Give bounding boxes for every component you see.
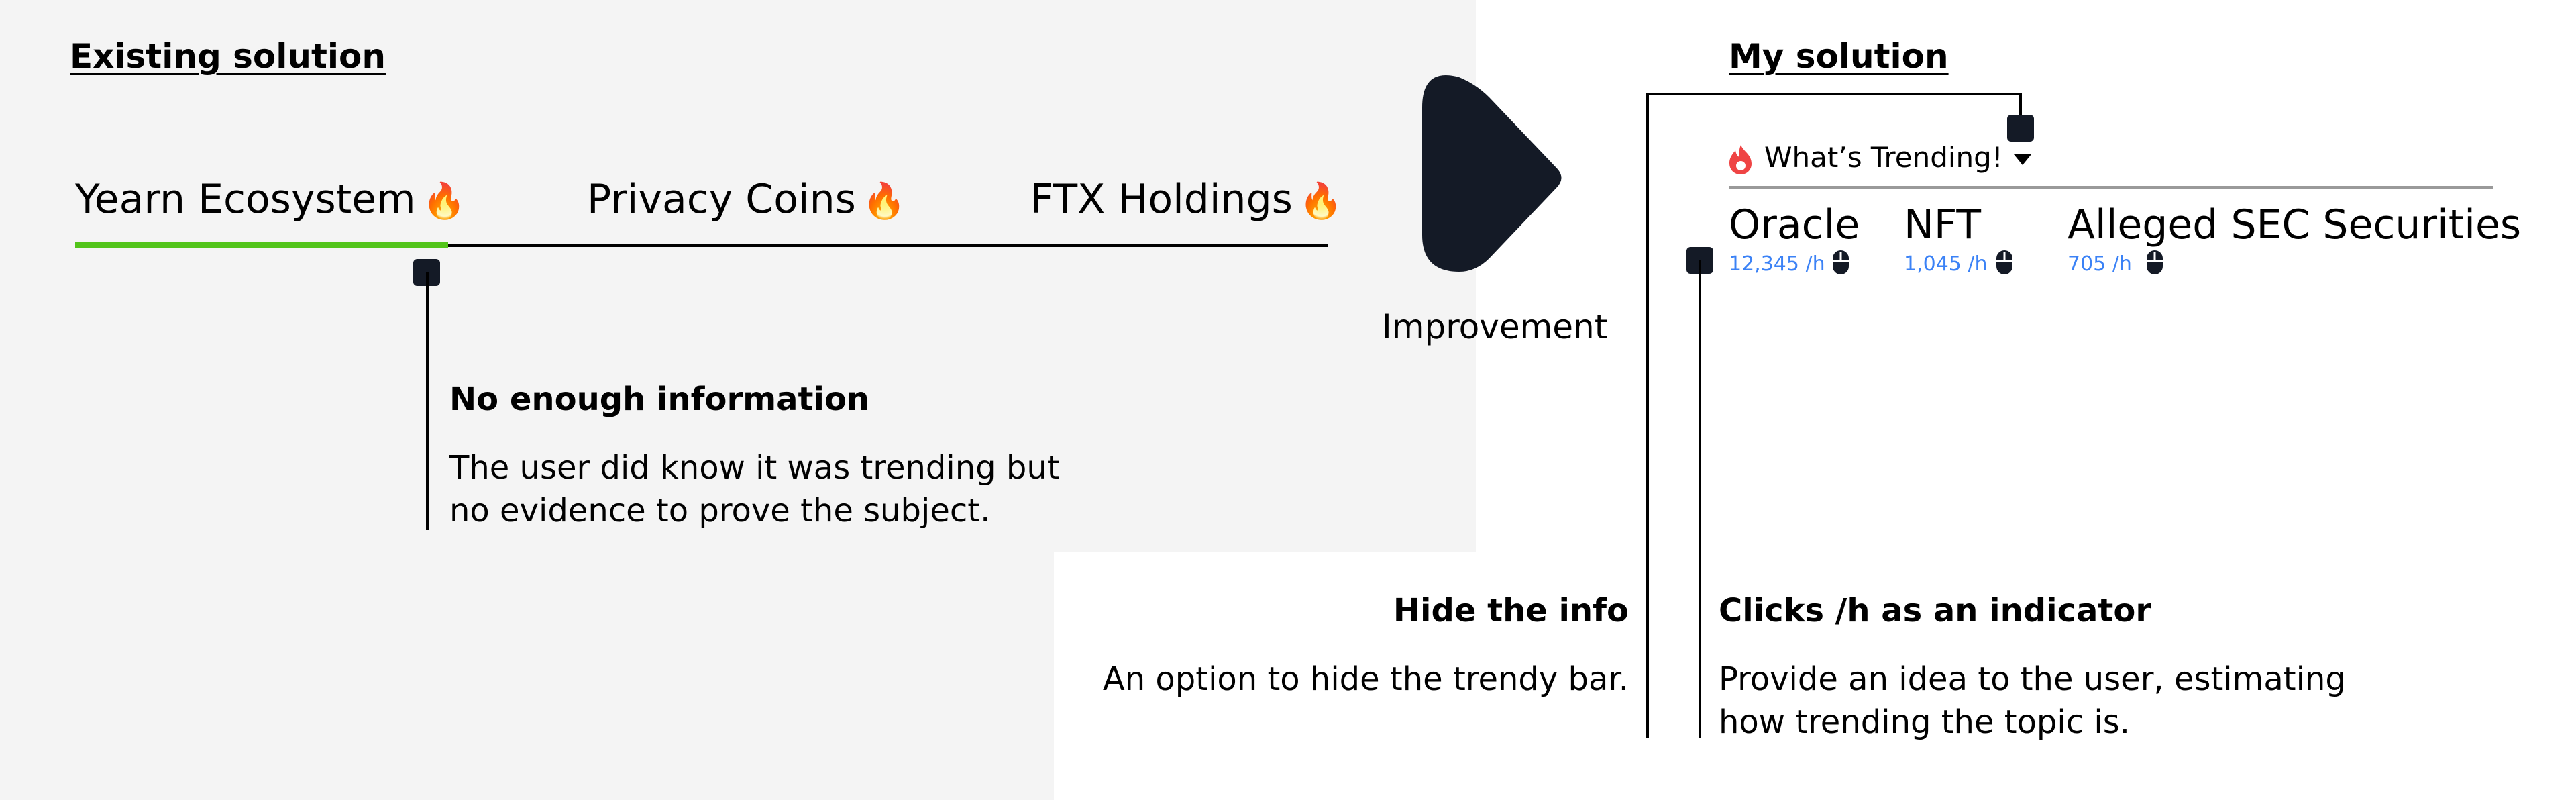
callout-title: No enough information bbox=[449, 381, 870, 418]
hide-info-body: An option to hide the trendy bar. bbox=[1102, 660, 1629, 698]
topic-alleged-sec-securities[interactable]: Alleged SEC Securities bbox=[2068, 201, 2522, 248]
tab-ftx-holdings[interactable]: FTX Holdings🔥 bbox=[1030, 176, 1343, 223]
hide-info-connector bbox=[1646, 93, 1649, 738]
improvement-label: Improvement bbox=[1382, 307, 1608, 346]
topic-oracle[interactable]: Oracle bbox=[1729, 201, 1860, 248]
tab-privacy-coins[interactable]: Privacy Coins🔥 bbox=[587, 176, 906, 223]
active-tab-indicator bbox=[75, 242, 448, 248]
hide-info-title: Hide the info bbox=[1393, 592, 1629, 630]
tab-label: Privacy Coins bbox=[587, 176, 856, 223]
improvement-arrow-icon bbox=[1422, 75, 1562, 272]
chevron-down-icon[interactable] bbox=[2012, 153, 2033, 166]
existing-solution-heading: Existing solution bbox=[70, 37, 386, 76]
topic-nft-count: 1,045 /h bbox=[1904, 252, 1988, 276]
hide-info-node bbox=[2007, 115, 2034, 142]
callout-body-line-1: The user did know it was trending but bbox=[449, 449, 1060, 487]
hide-info-connector-top bbox=[1646, 93, 2022, 95]
hide-info-connector-drop bbox=[2019, 93, 2022, 119]
tab-label: Yearn Ecosystem bbox=[75, 176, 416, 223]
my-solution-heading: My solution bbox=[1729, 37, 1949, 76]
topic-nft[interactable]: NFT bbox=[1904, 201, 1981, 248]
trending-fire-icon bbox=[1729, 145, 1752, 174]
topic-alleged-sec-count: 705 /h bbox=[2068, 252, 2132, 276]
topic-oracle-count: 12,345 /h bbox=[1729, 252, 1825, 276]
existing-solution-panel-lower bbox=[0, 552, 1054, 800]
clicks-indicator-body-line-1: Provide an idea to the user, estimating bbox=[1719, 660, 2346, 698]
fire-icon: 🔥 bbox=[1299, 181, 1343, 221]
clicks-callout-connector bbox=[1699, 260, 1701, 738]
tab-label: FTX Holdings bbox=[1030, 176, 1293, 223]
mouse-icon bbox=[2147, 250, 2163, 274]
clicks-indicator-body-line-2: how trending the topic is. bbox=[1719, 703, 2130, 741]
callout-connector bbox=[426, 272, 429, 530]
existing-solution-panel bbox=[0, 0, 1476, 552]
mouse-icon bbox=[1833, 250, 1849, 274]
callout-body-line-2: no evidence to prove the subject. bbox=[449, 492, 991, 530]
trending-bar-divider bbox=[1729, 186, 2493, 189]
tab-yearn-ecosystem[interactable]: Yearn Ecosystem🔥 bbox=[75, 176, 466, 223]
clicks-indicator-title: Clicks /h as an indicator bbox=[1719, 592, 2152, 630]
tab-bar-divider bbox=[75, 244, 1328, 247]
fire-icon: 🔥 bbox=[862, 181, 906, 221]
fire-icon: 🔥 bbox=[422, 181, 466, 221]
mouse-icon bbox=[1996, 250, 2012, 274]
trending-label: What’s Trending! bbox=[1764, 141, 2003, 174]
